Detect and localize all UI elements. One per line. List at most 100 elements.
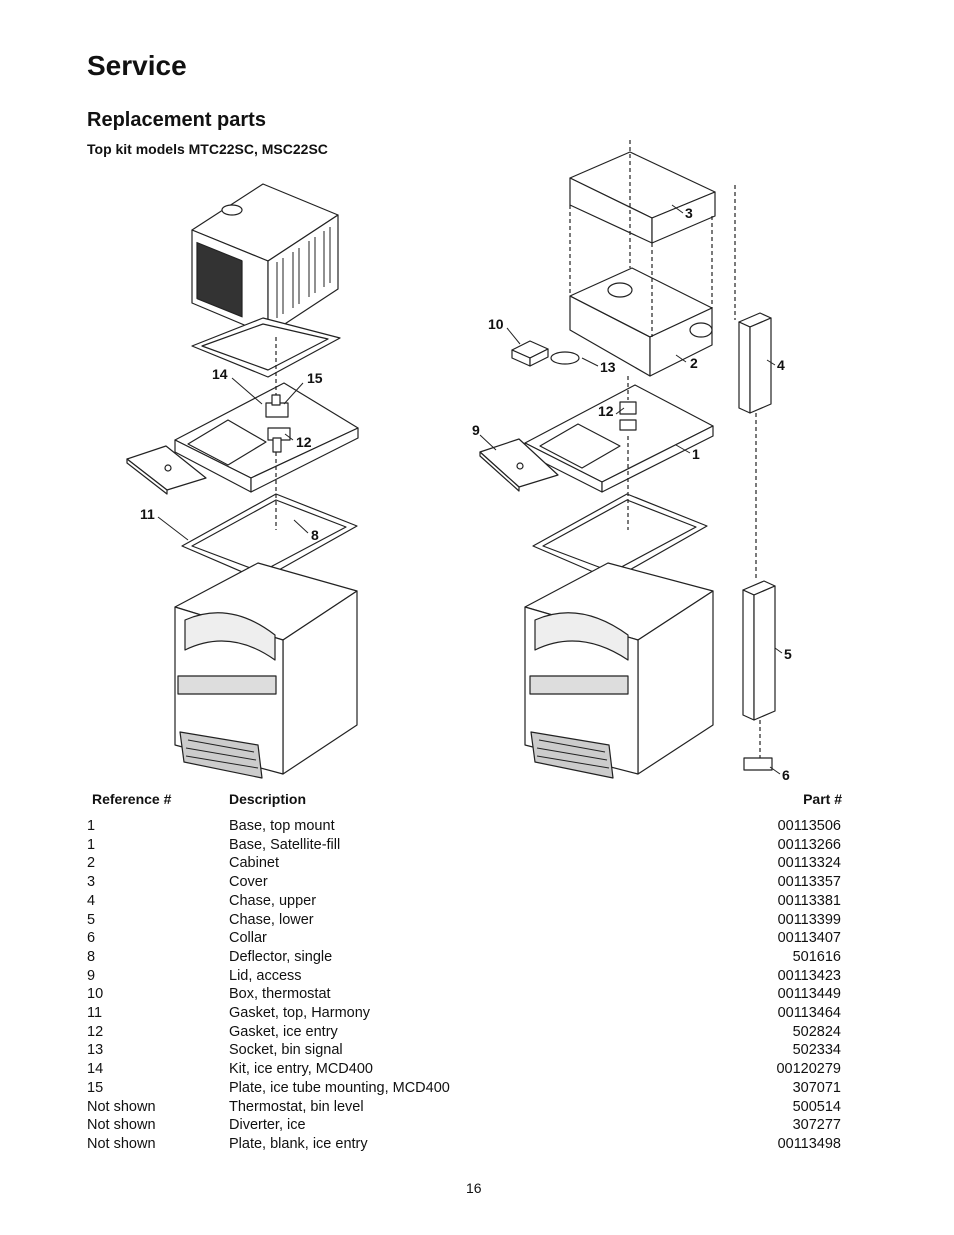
thermostat-box [511,340,580,367]
exploded-parts-diagram: 14 15 12 11 8 3 10 13 2 4 12 9 1 5 6 [126,140,792,783]
cell-description: Diverter, ice [229,1117,306,1134]
table-row: 15 Plate, ice tube mounting, MCD400 3070… [87,1080,841,1099]
cell-description: Plate, blank, ice entry [229,1135,368,1152]
chase-lower [742,580,776,721]
dispenser-left [174,562,358,779]
access-lid-left [126,445,207,495]
base-satellite-fill [524,384,714,493]
table-row: 5 Chase, lower 00113399 [87,912,841,931]
cell-description: Socket, bin signal [229,1042,343,1059]
cell-reference: Not shown [87,1098,156,1115]
cell-reference: 6 [87,930,96,947]
cell-reference: Not shown [87,1117,156,1134]
cell-reference: 13 [87,1042,104,1059]
table-row: 4 Chase, upper 00113381 [87,893,841,912]
cell-part-number: 00113506 [777,818,841,834]
gasket-bin-left [181,493,358,581]
header-description: Description [229,791,307,807]
table-row: 11 Gasket, top, Harmony 00113464 [87,1005,841,1024]
ice-entry-parts-left [265,394,291,453]
figure-caption: Top kit models MTC22SC, MSC22SC [87,141,328,157]
table-row: 10 Box, thermostat 00113449 [87,986,841,1005]
dispenser-right [524,562,714,779]
cell-description: Chase, upper [229,892,317,909]
callout-1: 1 [692,446,700,462]
cell-part-number: 00113407 [777,930,841,947]
cell-description: Cabinet [229,855,279,872]
table-row: 14 Kit, ice entry, MCD400 00120279 [87,1061,841,1080]
header-reference: Reference # [92,791,172,807]
cell-description: Cover [229,874,268,891]
table-row: Not shown Plate, blank, ice entry 001134… [87,1136,841,1155]
callout-13: 13 [600,359,616,375]
chase-upper [738,312,772,414]
callout-6: 6 [782,767,790,783]
cell-reference: 9 [87,967,96,984]
callout-2: 2 [690,355,698,371]
cell-description: Deflector, single [229,948,333,965]
section-subtitle: Replacement parts [87,109,266,131]
cell-reference: 15 [87,1079,104,1096]
callout-11: 11 [140,506,155,522]
cell-part-number: 502824 [792,1023,841,1040]
table-row: 13 Socket, bin signal 502334 [87,1042,841,1061]
table-row: Not shown Thermostat, bin level 500514 [87,1099,841,1118]
cell-reference: 5 [87,911,96,928]
callout-3: 3 [685,205,693,221]
cell-part-number: 501616 [792,948,841,965]
cell-reference: 11 [87,1005,103,1021]
table-row: 1 Base, top mount 00113506 [87,818,841,837]
cell-reference: 14 [87,1061,104,1078]
table-row: 8 Deflector, single 501616 [87,949,841,968]
cell-part-number: 00113449 [777,986,841,1003]
cell-part-number: 502334 [792,1042,841,1059]
cell-description: Gasket, ice entry [229,1023,338,1040]
cell-reference: 8 [87,948,96,965]
table-row: 3 Cover 00113357 [87,874,841,893]
collar [743,757,773,771]
callout-4: 4 [777,357,785,373]
cabinet [569,267,713,377]
cell-reference: 2 [87,855,96,872]
gasket-top [191,317,341,378]
cell-description: Lid, access [229,967,302,984]
table-row: 9 Lid, access 00113423 [87,968,841,987]
gasket-bin-right [532,493,708,581]
cell-description: Kit, ice entry, MCD400 [229,1061,373,1078]
cell-description: Base, top mount [229,818,335,834]
cell-part-number: 00113266 [777,836,841,853]
cell-part-number: 00113464 [777,1005,841,1021]
callout-14: 14 [212,366,228,382]
page-title: Service [87,50,187,81]
table-row: 12 Gasket, ice entry 502824 [87,1024,841,1043]
cell-description: Chase, lower [229,911,314,928]
callout-15: 15 [307,370,323,386]
cell-part-number: 00113357 [777,874,841,891]
cell-reference: 1 [87,818,96,834]
table-row: 6 Collar 00113407 [87,930,841,949]
cell-description: Thermostat, bin level [229,1098,364,1115]
cell-part-number: 00120279 [776,1061,841,1078]
cell-reference: Not shown [87,1135,156,1152]
callout-9: 9 [472,422,480,438]
cell-part-number: 00113423 [777,967,841,984]
cell-part-number: 00113324 [777,855,841,872]
cell-part-number: 307277 [792,1117,841,1134]
ice-machine-head [191,183,339,336]
cell-part-number: 00113399 [777,911,841,928]
callout-8: 8 [311,527,319,543]
callout-12-left: 12 [296,434,312,450]
cell-description: Base, Satellite-fill [229,836,341,853]
base-top-mount [174,382,359,493]
page-number: 16 [466,1180,482,1196]
cell-reference: 12 [87,1023,104,1040]
table-row: Not shown Diverter, ice 307277 [87,1117,841,1136]
cell-part-number: 500514 [792,1098,841,1115]
callout-12-right: 12 [598,403,614,419]
cell-reference: 4 [87,892,96,909]
cell-description: Box, thermostat [229,986,331,1003]
cell-description: Plate, ice tube mounting, MCD400 [229,1079,450,1096]
cell-part-number: 307071 [792,1079,841,1096]
cell-reference: 10 [87,986,104,1003]
cell-description: Gasket, top, Harmony [229,1005,371,1021]
